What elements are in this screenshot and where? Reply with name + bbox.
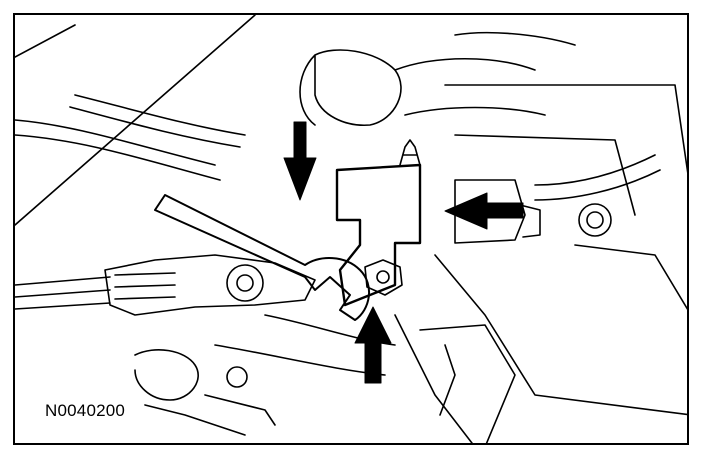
right-tube (534, 154, 661, 201)
harness-bolt-inner (236, 274, 254, 292)
upper-hose (299, 49, 402, 126)
callout-arrow-up (354, 306, 392, 384)
connector-body (454, 179, 541, 244)
lower-bolt (226, 366, 248, 388)
lower-right-housing (419, 324, 516, 443)
upper-hose-2 (394, 31, 576, 116)
callout-arrow-left (444, 192, 524, 230)
callout-arrow-down (283, 121, 317, 201)
bracket-nut (364, 259, 403, 296)
right-bolt (578, 203, 612, 237)
right-bolt-inner (586, 211, 604, 229)
figure-id: N0040200 (45, 401, 126, 420)
engine-illustration (15, 15, 687, 443)
left-harness (104, 254, 316, 316)
engine-block (394, 84, 687, 443)
harness-bolt (226, 264, 264, 302)
hood-edge (15, 15, 256, 226)
sensor-top (399, 139, 421, 166)
lower-left-parts (134, 349, 276, 436)
diagram-frame: N0040200 (13, 13, 689, 445)
cable-bundle (15, 94, 246, 181)
sensor-bracket (335, 163, 422, 307)
bracket-nut-center (376, 270, 390, 284)
harness-wires (15, 272, 176, 310)
